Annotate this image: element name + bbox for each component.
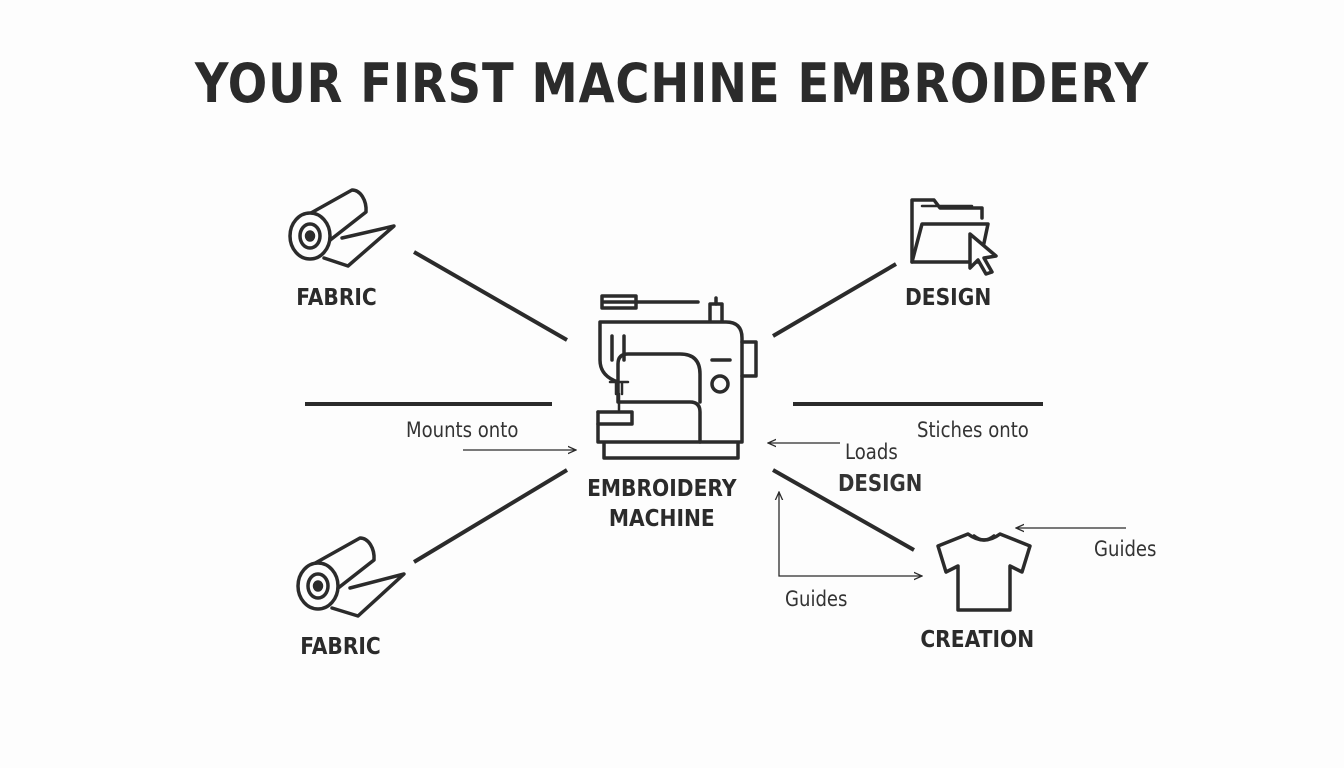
node-label-design: DESIGN: [904, 285, 992, 311]
arrow-guides-left: [779, 492, 922, 576]
connector-fabric-top: [413, 250, 568, 342]
edge-label-loads: Loads: [845, 440, 898, 464]
node-label-creation: CREATION: [920, 627, 1035, 653]
connector-fabric-bottom: [412, 468, 569, 564]
t-shirt-icon: [936, 532, 1032, 612]
fabric-roll-icon: [296, 536, 406, 618]
fabric-roll-icon: [288, 188, 396, 268]
edge-label-loads-design: DESIGN: [838, 471, 923, 497]
page-title: YOUR FIRST MACHINE EMBROIDERY: [194, 52, 1150, 115]
edge-label-guides-left: Guides: [785, 587, 848, 611]
node-label-machine-line1: EMBROIDERY: [587, 476, 737, 502]
connector-design: [771, 262, 898, 338]
node-label-fabric-top: FABRIC: [296, 285, 377, 311]
sewing-machine-icon: [596, 294, 758, 460]
folder-cursor-icon: [910, 198, 998, 276]
edge-label-stiches-onto: Stiches onto: [917, 418, 1029, 442]
node-label-fabric-bottom: FABRIC: [300, 634, 381, 660]
node-label-machine-line2: MACHINE: [608, 506, 715, 532]
node-label-machine: EMBROIDERY MACHINE: [587, 474, 736, 534]
edge-label-mounts-onto: Mounts onto: [406, 418, 519, 442]
edge-label-guides-right: Guides: [1094, 537, 1157, 561]
